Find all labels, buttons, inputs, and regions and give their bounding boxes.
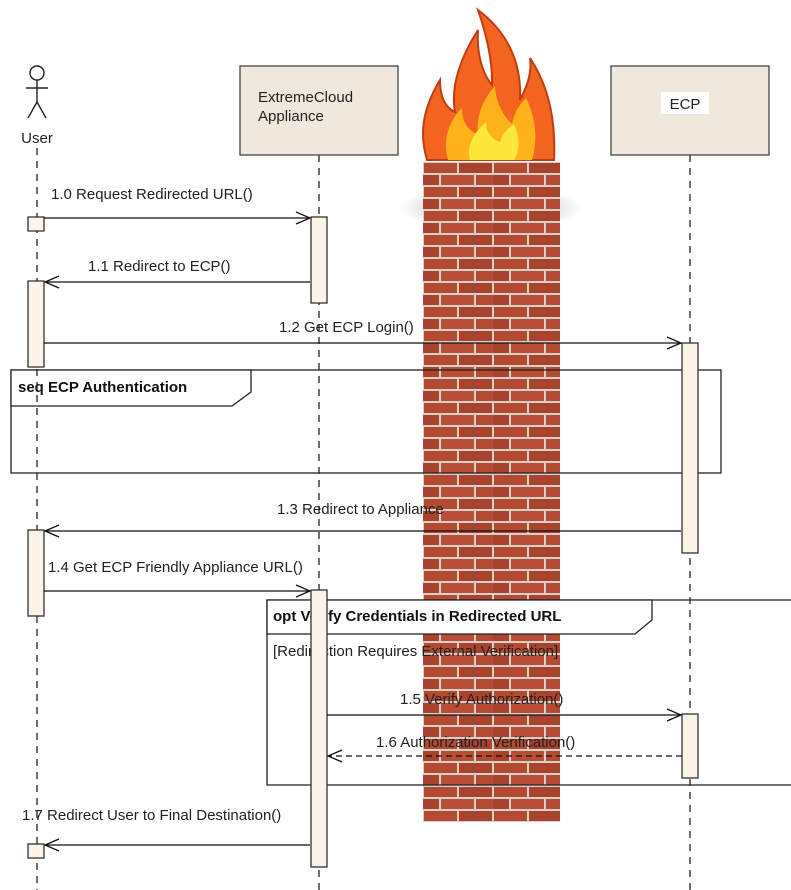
- message-label: 1.1 Redirect to ECP(): [88, 258, 231, 275]
- activation-bars: [27, 216, 699, 868]
- messages: 1.0 Request Redirected URL() 1.1 Redirec…: [22, 186, 682, 845]
- ecp-label: ECP: [670, 96, 701, 113]
- message-label: 1.0 Request Redirected URL(): [51, 186, 253, 203]
- seq-fragment-title: seq ECP Authentication: [18, 379, 187, 396]
- user-actor-icon: [26, 65, 48, 119]
- user-actor-label: User: [21, 130, 53, 147]
- opt-guard-condition: [Redirection Requires External Verificat…: [273, 643, 558, 660]
- opt-fragment-title: opt Verify Credentials in Redirected URL: [273, 608, 561, 625]
- appliance-header: ExtremeCloud Appliance: [239, 65, 399, 156]
- message-label: 1.2 Get ECP Login(): [279, 319, 414, 336]
- message-label: 1.7 Redirect User to Final Destination(): [22, 807, 281, 824]
- seq-fragment: seq ECP Authentication: [10, 369, 722, 474]
- appliance-label-line2: Appliance: [258, 108, 324, 125]
- firewall-icon: [399, 7, 583, 822]
- ecp-header: ECP: [610, 65, 770, 156]
- opt-fragment: opt Verify Credentials in Redirected URL…: [266, 599, 791, 786]
- message-label: 1.4 Get ECP Friendly Appliance URL(): [48, 559, 303, 576]
- appliance-label-line1: ExtremeCloud: [258, 89, 353, 106]
- message-label: 1.6 Authorization Verification(): [376, 734, 575, 751]
- message-label: 1.3 Redirect to Appliance: [277, 501, 444, 518]
- message-label: 1.5 Verify Authorization(): [400, 691, 563, 708]
